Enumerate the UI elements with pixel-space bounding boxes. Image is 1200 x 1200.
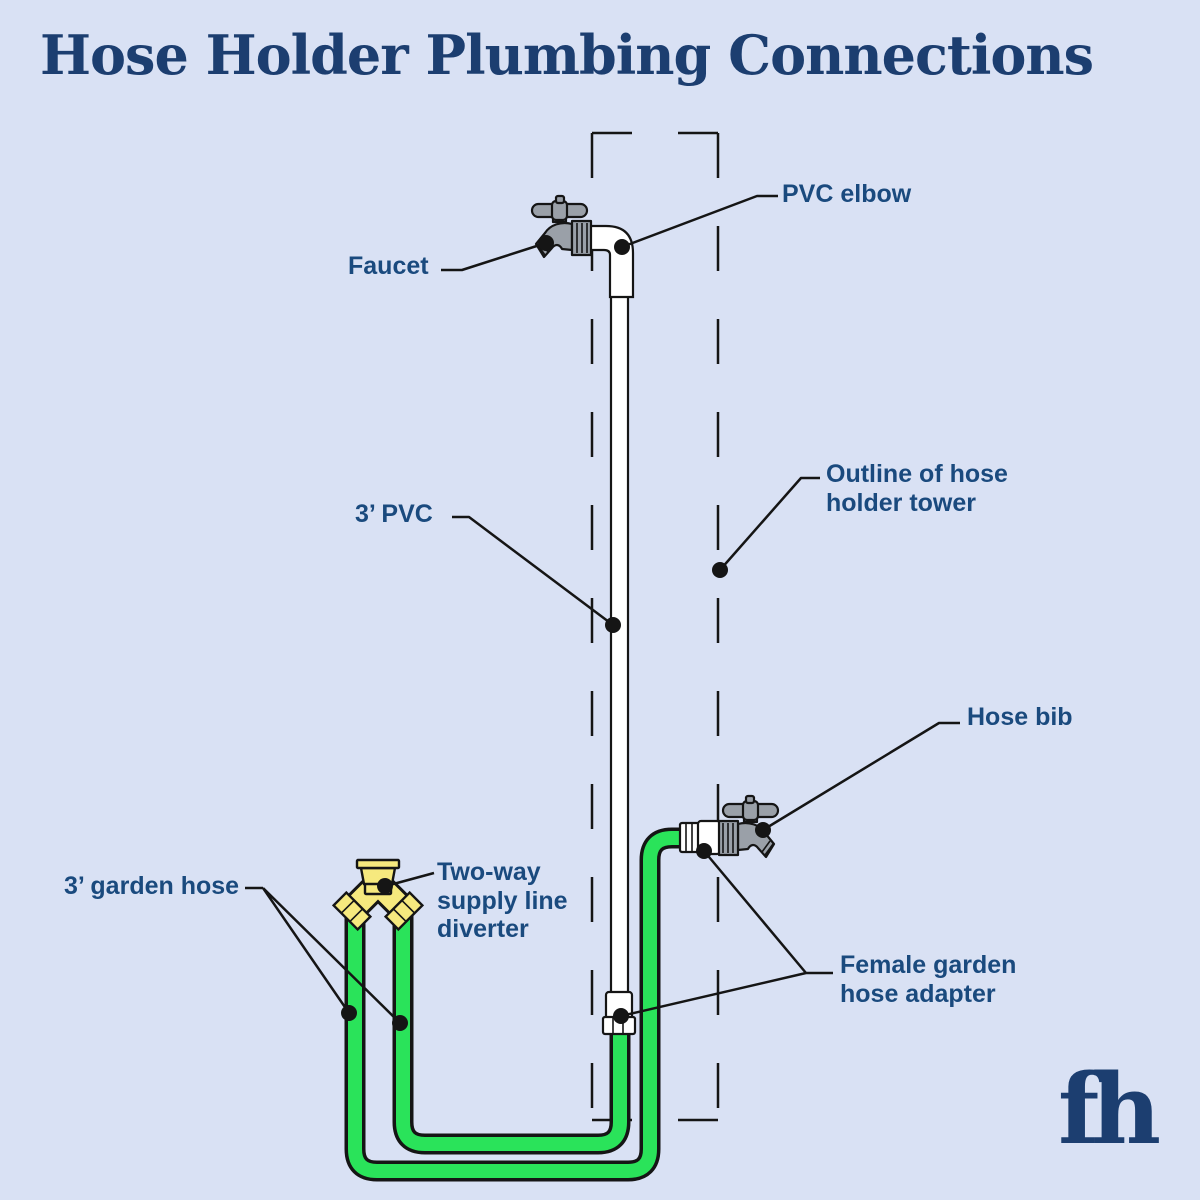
two-way-diverter-icon bbox=[331, 858, 425, 932]
label-tower-outline: Outline of hose holder tower bbox=[826, 460, 1008, 517]
leader-dots bbox=[341, 235, 771, 1031]
label-diverter: Two-way supply line diverter bbox=[437, 858, 568, 943]
label-garden-hose: 3’ garden hose bbox=[64, 872, 240, 900]
leader-lines bbox=[245, 194, 960, 1024]
garden-hose-inner bbox=[392, 912, 631, 1155]
label-pvc-pipe: 3’ PVC bbox=[355, 500, 433, 528]
female-hose-adapter-top bbox=[678, 819, 722, 856]
brand-logo: fh bbox=[1058, 1053, 1161, 1166]
pvc-pipe bbox=[609, 292, 630, 996]
garden-hose-outer bbox=[344, 827, 684, 1182]
label-pvc-elbow: PVC elbow bbox=[782, 180, 912, 208]
label-faucet: Faucet bbox=[348, 252, 429, 280]
label-female-adapter: Female garden hose adapter bbox=[840, 951, 1017, 1008]
pvc-elbow-icon bbox=[586, 224, 635, 299]
page-title: Hose Holder Plumbing Connections bbox=[40, 23, 1094, 87]
label-hose-bib: Hose bib bbox=[967, 703, 1073, 731]
